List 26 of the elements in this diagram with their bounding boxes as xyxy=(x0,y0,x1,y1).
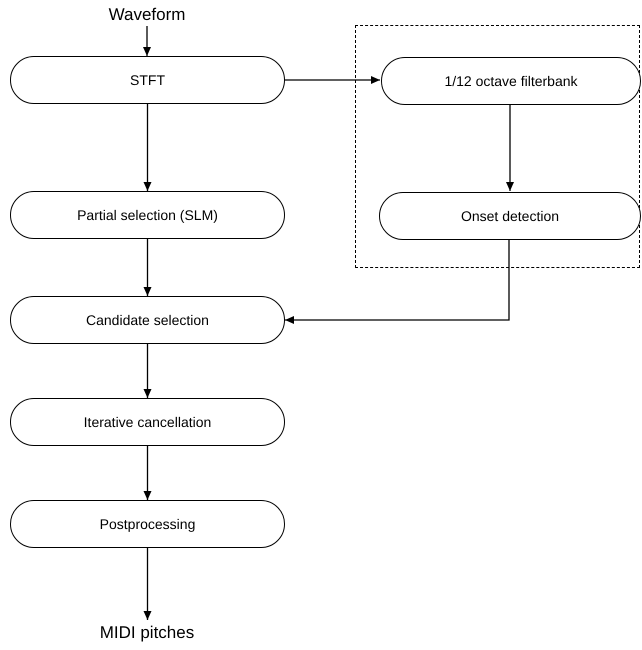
arrow xyxy=(285,239,510,324)
arrow xyxy=(144,104,152,191)
node-label: Waveform xyxy=(108,5,186,25)
process-box xyxy=(10,56,285,104)
arrow xyxy=(144,344,152,398)
process-box xyxy=(381,57,641,105)
process-box xyxy=(10,500,285,548)
arrow xyxy=(144,446,152,500)
node-label: 1/12 octave filterbank xyxy=(444,73,578,89)
node-label: Iterative cancellation xyxy=(84,414,212,430)
process-box xyxy=(379,192,641,240)
arrow xyxy=(285,76,380,84)
arrow xyxy=(144,548,152,620)
process-box xyxy=(10,398,285,446)
arrow xyxy=(506,104,514,191)
node-label: Onset detection xyxy=(460,208,560,224)
process-box xyxy=(10,191,285,239)
node-label: MIDI pitches xyxy=(100,623,194,643)
process-box xyxy=(10,296,285,344)
node-label: Candidate selection xyxy=(86,312,209,328)
arrow xyxy=(144,239,152,296)
node-label: Partial selection (SLM) xyxy=(77,207,218,223)
node-label: Postprocessing xyxy=(100,516,196,532)
dashed-group-frame xyxy=(355,25,640,268)
arrow xyxy=(143,26,151,56)
node-label: STFT xyxy=(130,72,165,88)
